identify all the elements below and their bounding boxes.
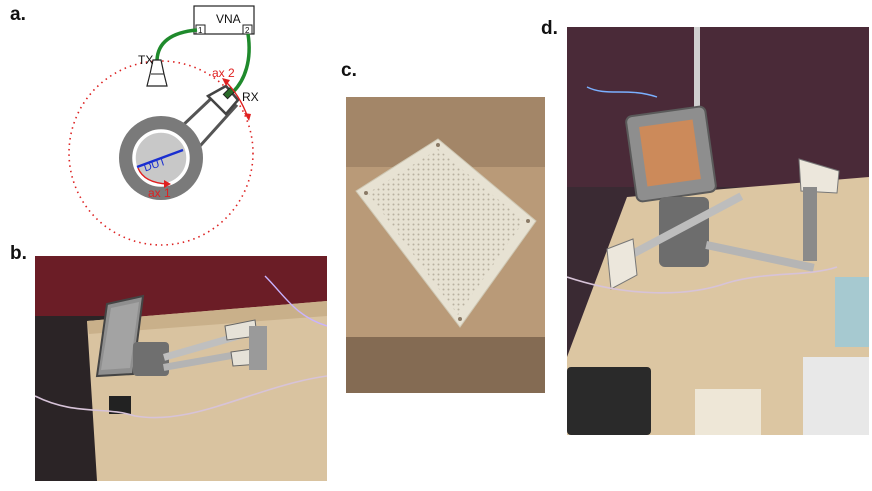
vna-label: VNA xyxy=(216,12,241,26)
ax2-arrowhead-bottom xyxy=(244,113,251,121)
arm-rail-d2 xyxy=(705,241,815,272)
cables-d xyxy=(567,266,838,294)
mount-hole-3 xyxy=(526,219,530,223)
arm-rail-b2 xyxy=(163,349,249,371)
ax1-arrowhead xyxy=(164,180,171,188)
rotation-orbit xyxy=(68,60,254,246)
panel-label-a: a. xyxy=(10,4,26,25)
ax2-label: ax 2 xyxy=(212,66,235,80)
mount-b xyxy=(249,326,267,370)
panel-label-d: d. xyxy=(541,18,558,39)
panel-label-c: c. xyxy=(341,60,357,81)
mount-hole-2 xyxy=(436,143,440,147)
horn-d-left xyxy=(606,238,638,290)
cable-d-blue xyxy=(586,86,658,98)
desk-shadow-bottom xyxy=(346,337,545,393)
rx-label: RX xyxy=(242,90,259,104)
photo-d-setup-perspective xyxy=(567,27,869,435)
dut-face-b xyxy=(101,302,139,370)
container-d xyxy=(835,277,869,347)
dut-copper-d xyxy=(639,119,701,187)
motor-b xyxy=(109,396,131,414)
table-shade xyxy=(87,301,327,334)
box-d xyxy=(803,357,869,435)
panel-label-b: b. xyxy=(10,243,27,264)
metasurface-pattern xyxy=(368,149,524,315)
measurement-setup-schematic: VNA 1 2 TX RX ax 2 DUT ax 1 xyxy=(68,5,259,246)
turntable-b xyxy=(133,342,169,376)
vna-port-2-label: 2 xyxy=(245,26,250,35)
vna-port-2 xyxy=(242,24,253,35)
tx-horn xyxy=(146,59,168,87)
cable-b2 xyxy=(264,275,327,327)
turntable-d xyxy=(659,197,709,267)
mount-hole-1 xyxy=(364,191,368,195)
arm-rail-d1 xyxy=(607,192,744,271)
photo-b-setup-topview xyxy=(35,256,327,481)
tx-cable xyxy=(155,28,198,61)
mount-d-right xyxy=(803,187,817,261)
horn-d-right xyxy=(798,158,840,194)
ax2-arrowhead-top xyxy=(222,78,230,86)
wall-upper xyxy=(567,27,869,187)
cables-b xyxy=(35,375,327,419)
rx-cable xyxy=(231,33,251,94)
photo-c-metasurface xyxy=(346,97,545,393)
pole-d xyxy=(694,27,700,137)
board-d xyxy=(695,389,761,435)
tx-label: TX xyxy=(138,53,153,67)
dut-line xyxy=(136,148,184,169)
laptop-d xyxy=(567,367,651,435)
ax1-label: ax 1 xyxy=(148,186,171,200)
vna-port-1-label: 1 xyxy=(198,26,203,35)
mount-hole-4 xyxy=(458,317,462,321)
